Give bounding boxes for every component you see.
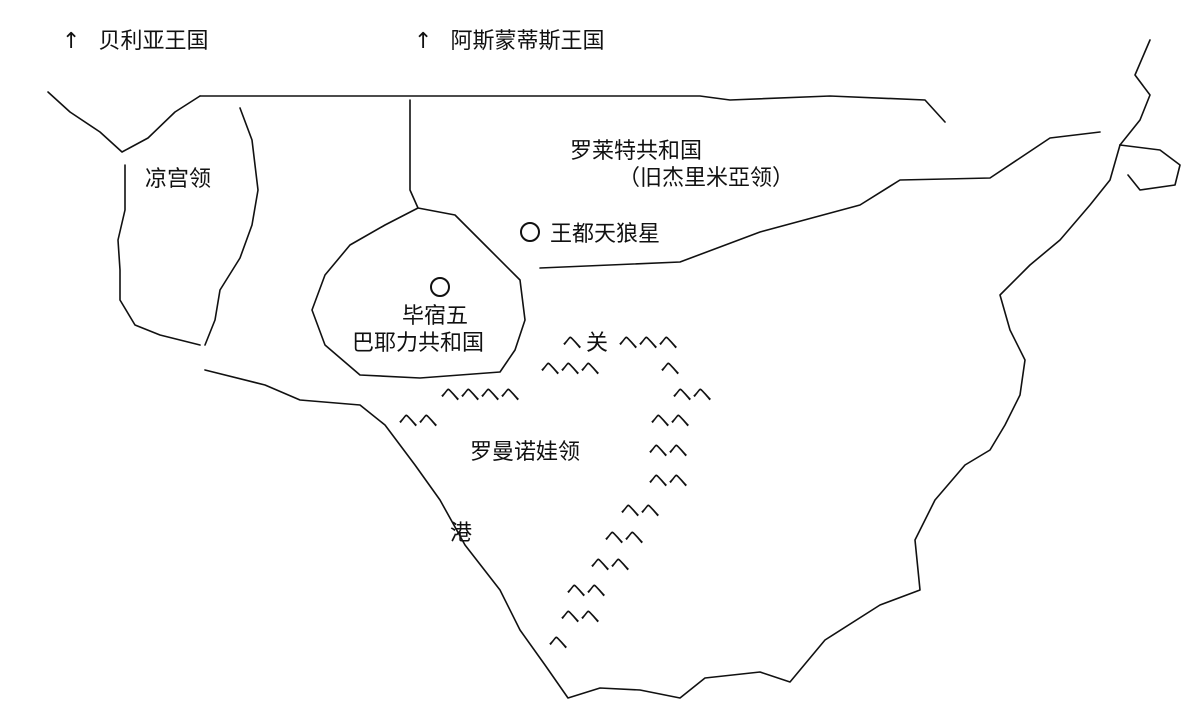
region-name-lorent: 罗莱特共和国 [570,139,703,164]
city-label-capital: 王都天狼星 [520,222,660,248]
mountain-icon: ヘヘ [650,408,690,432]
city-marker-bayaly [430,277,460,303]
border-line-west [47,91,201,153]
region-subname-lorent: （旧杰里米亞领） [618,166,795,191]
port-name: 港 [450,521,473,546]
border-line-ryogu-west [117,164,201,346]
mountain-icon: ヘヘヘヘ [440,382,520,406]
region-name-romanov: 罗曼诺娃领 [470,440,581,465]
coast-line-east [1119,39,1151,146]
city-marker-icon [430,277,450,297]
border-line-central [409,99,419,209]
border-line-lorent-south [539,131,1101,269]
mountain-icon: ヘヘ [648,468,688,492]
coast-line-southwest [204,144,1121,699]
pass-name-guan: 关 [586,331,609,356]
region-name-asmodeus: 阿斯蒙蒂斯王国 [450,29,605,54]
capital-marker-icon [520,222,540,242]
north-arrow-icon: ↑ [62,29,81,54]
mountain-icon: ヘ [660,356,680,380]
mountain-icon: ヘヘ [648,438,688,462]
mountain-icon: ヘヘ [590,552,630,576]
city-name-capital: 王都天狼星 [550,222,661,247]
region-name-ryogu: 凉宫领 [145,167,212,192]
mountain-icon: ヘヘ [620,498,660,522]
mountain-icon: ヘ [548,630,568,654]
mountain-icon: ヘヘ [566,578,606,602]
mountain-icon: ヘヘ [560,604,600,628]
mountain-icon: ヘヘ [672,382,712,406]
region-label-asmodeus: ↑ 阿斯蒙蒂斯王国 [414,29,604,55]
border-line-ryogu-east [204,107,259,346]
mountain-icon: ヘヘ [398,408,438,432]
border-line-bayaly [311,207,526,379]
city-name-bayaly: 毕宿五 [402,304,469,329]
border-line-north [199,95,946,123]
coast-line-east-loop [1119,144,1181,191]
mountain-icon: ヘヘヘ [618,330,678,354]
region-name-beliya: 贝利亚王国 [98,29,209,54]
mountain-icon: ヘヘ [604,525,644,549]
region-label-beliya: ↑ 贝利亚王国 [62,29,208,55]
north-arrow-icon: ↑ [414,29,433,54]
region-name-bayaly: 巴耶力共和国 [352,331,485,356]
mountain-icon: ヘ [562,330,582,354]
mountain-icon: ヘヘヘ [540,356,600,380]
